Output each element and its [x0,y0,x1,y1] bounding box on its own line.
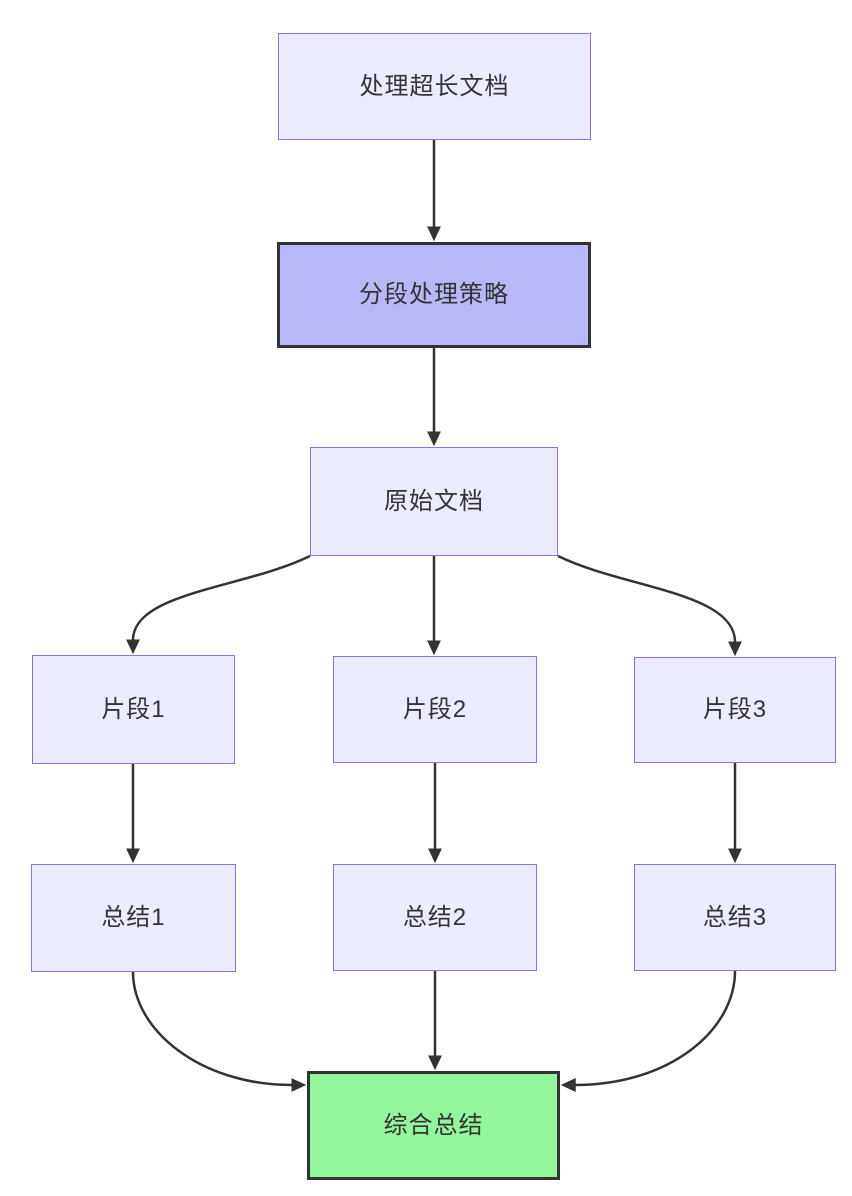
node-label: 总结2 [402,903,468,931]
node-label: 原始文档 [384,487,484,515]
edge-c-d1 [126,554,311,655]
node-label: 总结1 [101,904,166,932]
node-label: 处理超长文档 [359,72,510,100]
edge-e1-f [131,971,307,1092]
node-label: 片段2 [402,695,468,723]
node-fragment-1: 片段1 [32,655,235,764]
node-fragment-2: 片段2 [333,656,537,763]
node-segmentation-strategy: 分段处理策略 [277,242,591,348]
node-summary-2: 总结2 [333,864,537,971]
node-original-doc: 原始文档 [310,447,558,556]
node-summary-1: 总结1 [31,864,236,972]
node-label: 分段处理策略 [359,281,509,309]
node-label: 综合总结 [383,1111,484,1139]
edge-c-d3 [557,554,742,657]
edge-e3-f [560,970,737,1092]
node-summary-3: 总结3 [634,864,836,971]
node-fragment-3: 片段3 [634,657,836,763]
node-final-summary: 综合总结 [307,1071,560,1180]
node-label: 片段3 [702,696,768,724]
node-label: 总结3 [702,903,768,931]
node-label: 片段1 [101,695,166,723]
node-process-long-doc: 处理超长文档 [278,33,591,140]
